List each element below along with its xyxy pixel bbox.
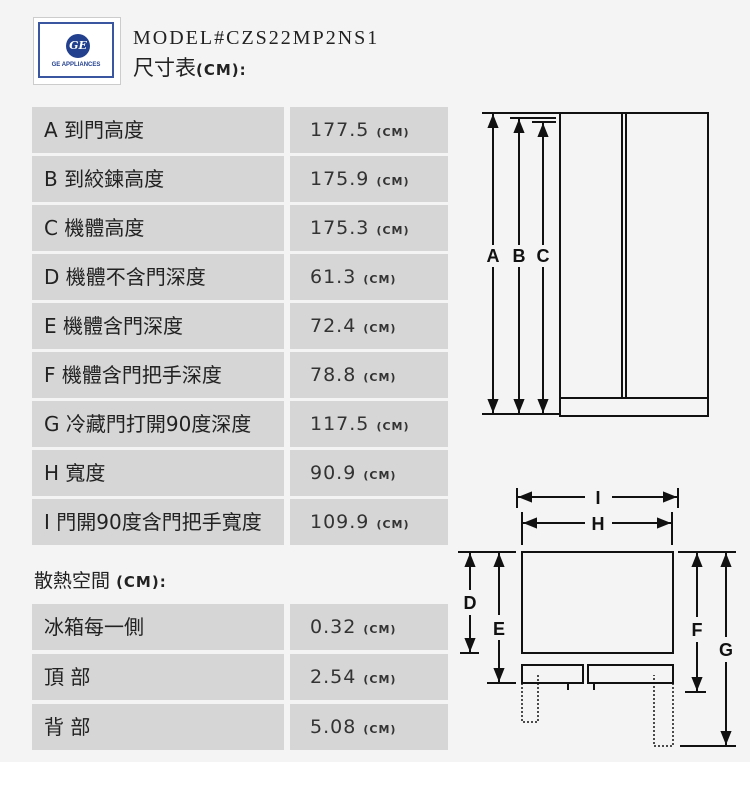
row-value: 78.8 (CM) (290, 352, 448, 398)
value-number: 61.3 (310, 266, 357, 288)
label-e: E (493, 619, 505, 639)
ge-appliances-logo: GE GE APPLIANCES (33, 17, 121, 85)
clearance-heading: 散熱空間 (CM): (34, 566, 167, 593)
value-unit: (CM) (363, 623, 397, 636)
value-number: 90.9 (310, 462, 357, 484)
row-label: 冰箱每一側 (32, 604, 284, 650)
value-number: 2.54 (310, 666, 357, 688)
row-value: 0.32 (CM) (290, 604, 448, 650)
row-value: 109.9 (CM) (290, 499, 448, 545)
label-a: A (487, 246, 500, 266)
value-unit: (CM) (363, 723, 397, 736)
label-h: H (592, 514, 605, 534)
value-unit: (CM) (376, 420, 410, 433)
value-unit: (CM) (363, 469, 397, 482)
value-number: 0.32 (310, 616, 357, 638)
value-unit: (CM) (376, 224, 410, 237)
row-label: B 到絞鍊高度 (32, 156, 284, 202)
row-label: A 到門高度 (32, 107, 284, 153)
fridge-front-view (482, 112, 709, 417)
value-number: 72.4 (310, 315, 357, 337)
row-value: 175.9 (CM) (290, 156, 448, 202)
row-value: 2.54 (CM) (290, 654, 448, 700)
label-d: D (464, 593, 477, 613)
value-number: 109.9 (310, 511, 370, 533)
title-unit: (CM): (196, 61, 247, 79)
title-text: 尺寸表 (133, 56, 196, 80)
logo-text: GE APPLIANCES (51, 62, 101, 68)
row-value: 177.5 (CM) (290, 107, 448, 153)
row-value: 61.3 (CM) (290, 254, 448, 300)
value-number: 78.8 (310, 364, 357, 386)
clearance-title: 散熱空間 (34, 570, 111, 592)
value-unit: (CM) (363, 273, 397, 286)
row-label: E 機體含門深度 (32, 303, 284, 349)
row-label: H 寬度 (32, 450, 284, 496)
row-label: D 機體不含門深度 (32, 254, 284, 300)
value-number: 5.08 (310, 716, 357, 738)
label-b: B (513, 246, 526, 266)
row-label: G 冷藏門打開90度深度 (32, 401, 284, 447)
label-g: G (719, 640, 733, 660)
ge-monogram-icon: GE (66, 34, 90, 58)
row-label: 頂 部 (32, 654, 284, 700)
row-value: 90.9 (CM) (290, 450, 448, 496)
label-f: F (692, 620, 703, 640)
value-unit: (CM) (376, 126, 410, 139)
value-number: 175.9 (310, 168, 370, 190)
value-unit: (CM) (363, 322, 397, 335)
clearance-unit: (CM): (116, 573, 167, 591)
value-unit: (CM) (363, 673, 397, 686)
row-value: 175.3 (CM) (290, 205, 448, 251)
row-label: F 機體含門把手深度 (32, 352, 284, 398)
value-number: 117.5 (310, 413, 370, 435)
fridge-top-view (458, 488, 736, 747)
row-label: 背 部 (32, 704, 284, 750)
page-title: 尺寸表(CM): (133, 52, 247, 82)
row-value: 5.08 (CM) (290, 704, 448, 750)
row-value: 72.4 (CM) (290, 303, 448, 349)
value-number: 177.5 (310, 119, 370, 141)
row-label: C 機體高度 (32, 205, 284, 251)
value-unit: (CM) (376, 518, 410, 531)
model-number: MODEL#CZS22MP2NS1 (133, 27, 380, 49)
row-value: 117.5 (CM) (290, 401, 448, 447)
value-unit: (CM) (363, 371, 397, 384)
value-number: 175.3 (310, 217, 370, 239)
label-c: C (537, 246, 550, 266)
value-unit: (CM) (376, 175, 410, 188)
label-i: I (595, 488, 600, 508)
row-label: I 門開90度含門把手寬度 (32, 499, 284, 545)
